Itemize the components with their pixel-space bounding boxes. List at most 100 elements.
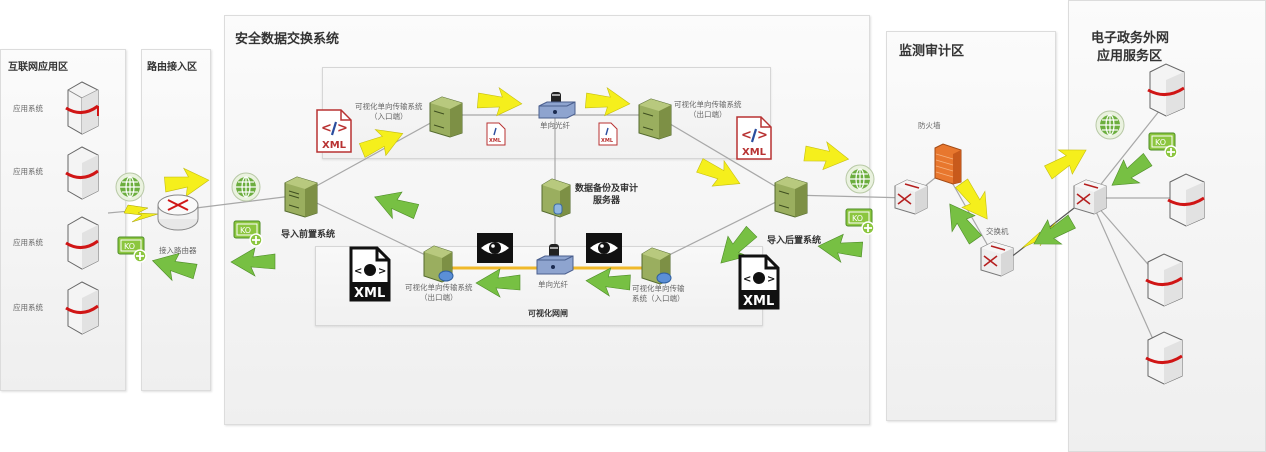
xml-globe-file-icon: < > XML xyxy=(349,246,391,302)
svg-text:>: > xyxy=(378,266,386,277)
switch-icon xyxy=(893,178,929,216)
arrow-forward xyxy=(584,85,632,119)
xml-globe-file-icon: <>XML xyxy=(738,254,780,310)
wire-front-topentry xyxy=(299,114,446,196)
gate-title: 可视化网闸 xyxy=(528,308,568,318)
zone-title-router-access: 路由接入区 xyxy=(147,62,197,73)
wire-egov-app4 xyxy=(1089,197,1161,356)
wire-rear-switch xyxy=(789,194,911,199)
backup-server-label: 数据备份及审计服务器 xyxy=(575,183,638,207)
wire-topexit-rear xyxy=(654,114,791,196)
app-system-label: 应用系统 xyxy=(13,238,43,247)
top-entry-label: 可视化单向传输系统（入口端） xyxy=(355,102,423,122)
app-system-label: 应用系统 xyxy=(13,303,43,312)
gate-entry-label-line1: 可视化单向传输 xyxy=(632,284,685,293)
rear-server-icon xyxy=(773,175,809,218)
switch-label: 交换机 xyxy=(986,227,1009,236)
switch-icon xyxy=(1072,178,1108,216)
svg-text:>: > xyxy=(757,128,768,143)
svg-text:>: > xyxy=(337,121,348,136)
router-label: 接入路由器 xyxy=(159,246,197,255)
zone-title-internet-app: 互联网应用区 xyxy=(8,62,68,73)
switch-icon xyxy=(979,240,1015,278)
eye-icon xyxy=(477,233,513,263)
top-entry-label-line1: 可视化单向传输系统 xyxy=(355,102,423,111)
top-exit-label-line2: （出口端） xyxy=(689,110,727,120)
svg-text:XML: XML xyxy=(354,286,385,301)
xml-file-icon: < > XML xyxy=(315,108,353,154)
app-server-icon xyxy=(64,145,100,201)
globe-icon xyxy=(115,172,145,202)
zone-title-egov-2: 应用服务区 xyxy=(1097,49,1163,64)
top-exit-server-icon xyxy=(637,97,673,140)
arrow-return xyxy=(584,266,632,298)
backup-server-icon xyxy=(540,177,572,218)
fiber-device-icon xyxy=(535,244,575,278)
lightning-icon xyxy=(123,204,159,223)
gate-exit-server-icon xyxy=(422,244,458,284)
svg-text:KO: KO xyxy=(240,226,251,235)
app-server-icon xyxy=(64,280,100,336)
top-entry-label-line2: （入口端） xyxy=(370,112,408,122)
gate-exit-label: 可视化单向传输系统（出口端） xyxy=(405,283,473,303)
wire-router-front xyxy=(179,194,301,211)
app-server-icon xyxy=(1144,252,1184,308)
svg-text:XML: XML xyxy=(601,138,614,144)
data-packet-icon: KO xyxy=(231,218,265,248)
arrow-return xyxy=(230,247,276,277)
front-system-label: 导入前置系统 xyxy=(281,230,336,240)
arrow-forward xyxy=(356,120,409,164)
arrow-forward xyxy=(476,85,524,119)
wire-front-gateexit xyxy=(299,194,441,263)
xml-file-icon-small: XML xyxy=(486,122,506,146)
svg-text:KO: KO xyxy=(124,242,135,251)
arrow-return xyxy=(816,231,864,265)
svg-text:KO: KO xyxy=(852,214,863,223)
xml-file-icon-small: XML xyxy=(598,122,618,146)
zone-title-monitor-audit: 监测审计区 xyxy=(899,44,965,59)
top-entry-server-icon xyxy=(428,95,464,138)
top-exit-label-line1: 可视化单向传输系统 xyxy=(674,100,742,109)
svg-text:XML: XML xyxy=(322,140,347,151)
data-packet-icon: KO xyxy=(115,234,149,264)
app-server-icon xyxy=(1146,62,1186,118)
top-fiber-label: 单向光纤 xyxy=(540,121,570,130)
top-exit-label: 可视化单向传输系统（出口端） xyxy=(674,100,742,120)
svg-text:XML: XML xyxy=(742,147,767,158)
app-server-icon xyxy=(64,80,100,136)
svg-text:KO: KO xyxy=(1155,138,1166,147)
svg-text:<: < xyxy=(741,128,752,143)
data-packet-icon: KO xyxy=(843,206,877,236)
arrow-return xyxy=(475,268,521,298)
globe-icon xyxy=(845,164,875,194)
xml-file-icon: < > XML xyxy=(735,115,773,161)
wire-rear-gateentry xyxy=(654,194,791,263)
backup-label-line1: 数据备份及审计 xyxy=(575,184,639,194)
gate-fiber-label: 单向光纤 xyxy=(538,280,568,289)
globe-icon xyxy=(1095,110,1125,140)
gate-entry-server-icon xyxy=(640,246,676,286)
svg-text:<: < xyxy=(321,121,332,136)
gate-exit-label-line2: （出口端） xyxy=(420,293,458,303)
eye-icon xyxy=(586,233,622,263)
gate-entry-label-line2: 系统（入口端） xyxy=(632,294,685,304)
data-packet-icon: KO xyxy=(1146,130,1180,160)
arrow-return xyxy=(1026,209,1080,257)
app-system-label: 应用系统 xyxy=(13,167,43,176)
svg-text:XML: XML xyxy=(743,294,774,309)
app-server-icon xyxy=(1144,330,1184,386)
wire-egov-app1 xyxy=(1089,109,1161,199)
gate-entry-label: 可视化单向传输系统（入口端） xyxy=(632,284,685,304)
fiber-device-icon xyxy=(537,92,577,122)
svg-text:<: < xyxy=(743,274,751,285)
rear-system-label: 导入后置系统 xyxy=(767,236,822,246)
globe-icon xyxy=(231,172,261,202)
zone-title-egov-1: 电子政务外网 xyxy=(1091,31,1170,46)
svg-text:<: < xyxy=(354,266,362,277)
svg-text:XML: XML xyxy=(489,138,502,144)
firewall-icon xyxy=(933,142,963,185)
router-icon xyxy=(156,193,200,233)
arrow-return xyxy=(369,183,422,226)
backup-label-line2: 服务器 xyxy=(593,196,621,207)
app-server-icon xyxy=(1166,172,1206,228)
